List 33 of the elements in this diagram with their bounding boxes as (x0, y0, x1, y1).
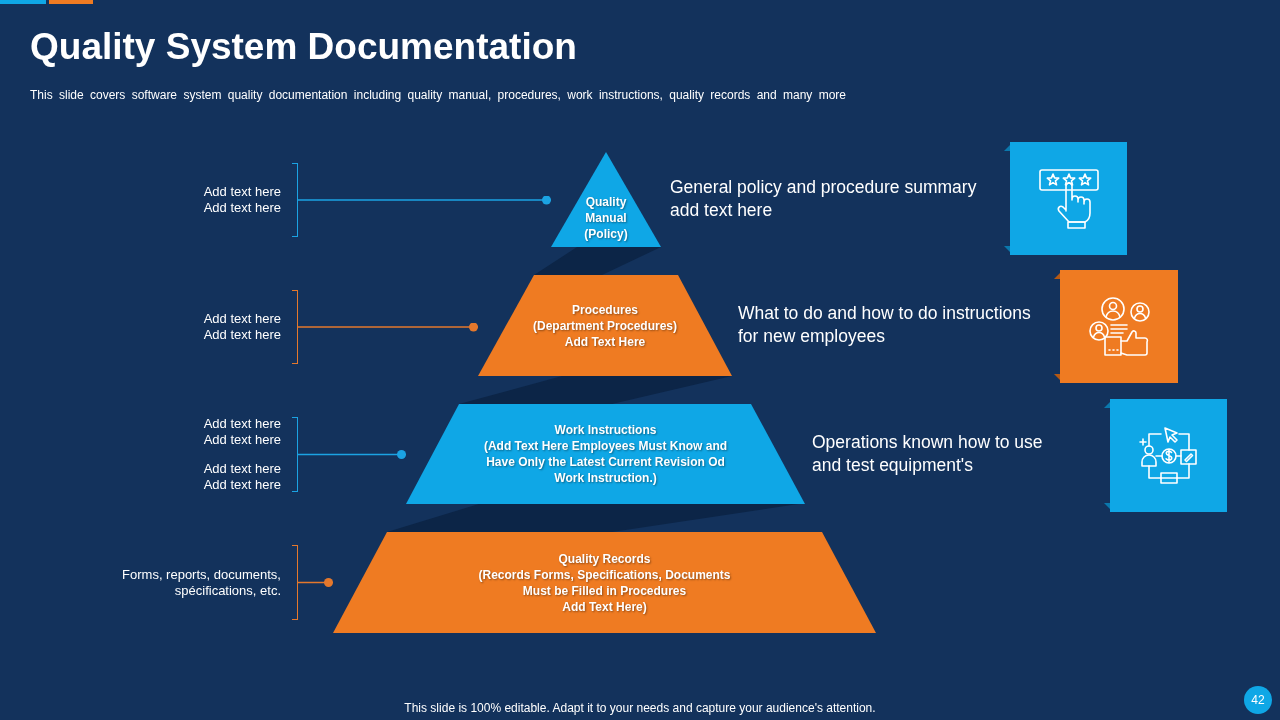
placeholder-text: Add text here (203, 416, 281, 432)
pyramid-tier (551, 152, 661, 247)
placeholder-text: Add text here (203, 477, 281, 493)
description-text: General policy and procedure summary add text here (670, 176, 978, 222)
footer-note: This slide is 100% editable. Adapt it to your needs and capture your audience's attention. (404, 700, 876, 716)
tier-text: Add Text Here (563, 333, 647, 350)
leader-line (297, 195, 552, 205)
pyramid-tier (478, 275, 732, 376)
tier-title: Quality Records (557, 550, 652, 567)
leader-line (297, 322, 479, 332)
tier-text: Quality Manual (Policy) (583, 193, 629, 242)
subtitle-text: This slide covers software system quality documentation including quality manual, procedures, work instructions, quality records and many more (30, 87, 847, 103)
tier-text: (Department Procedures) (531, 317, 678, 334)
placeholder-text: Add text here (203, 311, 281, 327)
page-number: 42 (1244, 686, 1272, 714)
leader-line (297, 578, 334, 587)
tier-text: (Records Forms, Specifications, Documents Must be Filled in Procedures (477, 566, 732, 599)
placeholder-text: Forms, reports, documents, spécifications, etc. (121, 566, 281, 599)
placeholder-text: Add text here (203, 461, 281, 477)
tier-text: Add Text Here) (561, 598, 648, 615)
pyramid-tier (406, 404, 805, 504)
leader-line (297, 450, 407, 459)
placeholder-text: Add text here (203, 184, 281, 200)
description-text: What to do and how to do instructions for new employees (738, 302, 1032, 348)
placeholder-text: Add text here (203, 200, 281, 216)
pyramid-tier (333, 532, 876, 633)
slide-title: Quality System Documentation (30, 25, 577, 69)
tier-title: Work Instructions (553, 422, 658, 438)
tier-text: (Add Text Here Employees Must Know and Have Only the Latest Current Revision Od Work Instruction.) (482, 438, 729, 486)
tier-title: Procedures (571, 301, 639, 318)
description-text: Operations known how to use and test equipment's (812, 431, 1044, 477)
placeholder-text: Add text here (203, 327, 281, 343)
placeholder-text: Add text here (203, 432, 281, 448)
